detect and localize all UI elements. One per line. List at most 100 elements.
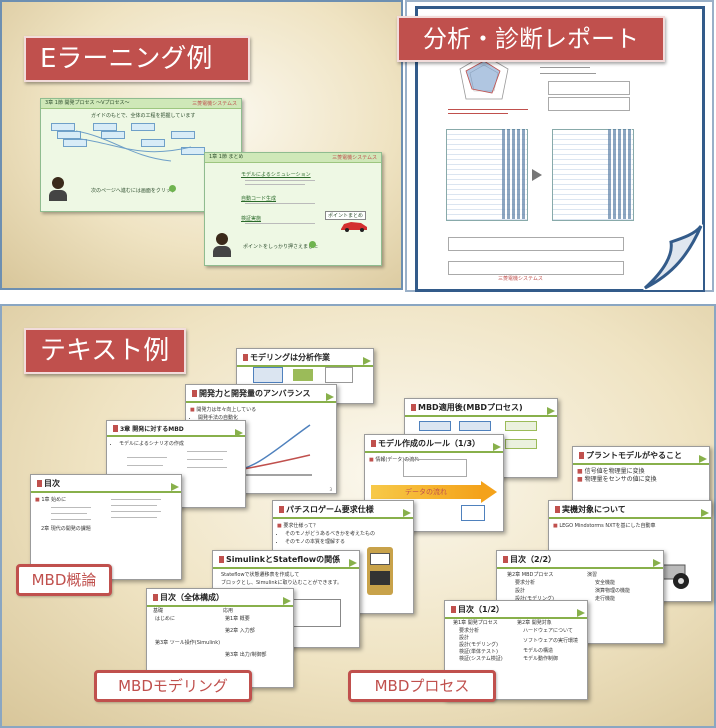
next-button[interactable] xyxy=(309,241,316,248)
window-titlebar: 3章 1節 開発プロセス ～Vプロセス～ xyxy=(41,99,241,109)
slide-title: 3章 開発に対するMBD xyxy=(107,421,245,437)
slide-bullet: ハードウェアについて xyxy=(523,628,573,634)
slide-bullet: 第2章 MBDプロセス xyxy=(507,572,554,578)
slide-title: パチスロゲーム要求仕様 xyxy=(273,501,413,519)
summary-item: 検証実施 xyxy=(241,216,262,222)
company-logo: 三菱電機システムス xyxy=(192,101,237,107)
slide-bullet: 設計 xyxy=(459,635,470,641)
process-box xyxy=(57,131,81,139)
slide-bullet: Stateflowで状態遷移表を作成して xyxy=(221,572,300,578)
slide-bullet: 走行機能 xyxy=(595,596,616,602)
process-box xyxy=(131,123,155,131)
toc-row: 第3章 ツール操作(Simulink) xyxy=(155,640,221,646)
slide-title: モデリングは分析作業 xyxy=(237,349,373,367)
comment-box xyxy=(448,261,624,275)
slide-title: MBD適用後(MBDプロセス) xyxy=(405,399,557,417)
slide-bullet: 検証(単体テスト) xyxy=(459,649,498,655)
slide-bullet: 情報(データ)の流れ xyxy=(369,456,503,464)
arrow-icon xyxy=(532,169,542,181)
slide-bullet: 開発手法の自動化 xyxy=(198,414,336,422)
slide-toc-concept: 目次 1章 始めに 2章 現代の開発の課題 xyxy=(30,474,182,580)
report-tag: 分析・診断レポート xyxy=(397,16,665,62)
report-panel: 三菱電機システムス 分析・診断レポート xyxy=(397,0,714,292)
process-box xyxy=(181,147,205,155)
elearning-tag: Eラーニング例 xyxy=(24,36,250,82)
label-mbd-process: MBDプロセス xyxy=(348,670,496,702)
slide-bullet: 第1章 開発プロセス xyxy=(453,620,498,626)
process-box xyxy=(51,123,75,131)
toc-row: 第3章 出力/制御部 xyxy=(225,652,267,658)
summary-item: 自動コード生成 xyxy=(241,196,277,202)
toc-row: 第2章 入力部 xyxy=(225,628,255,634)
slide-title: モデル作成のルール（1/3） xyxy=(365,435,503,453)
slide-bullet: そのモノの本質を理解する xyxy=(285,538,413,546)
slide-bullet: モデルの構造 xyxy=(523,648,554,654)
label-mbd-concept: MBD概論 xyxy=(16,564,112,596)
slide-bullet: 物理量をセンサの値に変換 xyxy=(577,476,709,484)
comment-box xyxy=(448,237,624,251)
guide-avatar xyxy=(49,177,67,201)
slide-bullet: モデルによるシナリオの作成 xyxy=(119,440,245,448)
summary-item: モデルによるシミュレーション xyxy=(241,172,311,178)
slide-title: 目次（2/2） xyxy=(497,551,663,569)
text-panel: テキスト例 モデリングは分析作業 開発力と開発量のアンバランス 開発力は年々向上… xyxy=(0,304,716,728)
slide-title: SimulinkとStateflowの関係 xyxy=(213,551,359,569)
window-titlebar: 1章 1節 まとめ xyxy=(205,153,381,163)
radar-chart xyxy=(459,54,509,100)
slide-title: 実機対象について xyxy=(549,501,711,519)
report-note-box xyxy=(548,97,630,111)
process-box xyxy=(93,123,117,131)
slide-bullet: 要求仕様って？ xyxy=(277,522,413,530)
data-flow-label: データの流れ xyxy=(405,488,447,496)
window-caption: ガイドのもとで、全体の工程を把握しています xyxy=(91,113,196,119)
slot-machine-icon xyxy=(367,547,393,595)
process-box xyxy=(101,131,125,139)
process-box xyxy=(141,139,165,147)
slide-bullet: ソフトウェアの実行環境 xyxy=(523,638,579,644)
process-arrows xyxy=(75,130,192,162)
next-button[interactable] xyxy=(169,185,176,192)
slide-bullet: LEGO Mindstorms NXTを基にした自動車 xyxy=(553,522,711,530)
toc-row: 第1章 概要 xyxy=(225,616,250,622)
slide-bullet: 1章 始めに xyxy=(35,496,181,504)
elearning-panel: Eラーニング例 3章 1節 開発プロセス ～Vプロセス～ 三菱電機システムス ガ… xyxy=(0,0,403,290)
window-footer: ポイントをしっかり押さえました xyxy=(243,244,319,250)
slide-bullet: 要求分析 xyxy=(515,580,536,586)
slide-bullet: 演算物理の機能 xyxy=(595,588,631,594)
slide-title: 目次 xyxy=(31,475,181,493)
slide-bullet: 開発力は年々向上している xyxy=(190,406,336,414)
slide-bullet: 2章 現代の開発の課題 xyxy=(41,526,91,532)
slide-bullet: 設計(モデリング) xyxy=(459,642,498,648)
page-curl xyxy=(643,224,703,290)
guide-avatar xyxy=(213,233,231,257)
data-flow-band xyxy=(371,485,481,499)
slide-bullet: 設計(モデリング) xyxy=(515,596,554,602)
slide-title: 目次（1/2） xyxy=(445,601,587,619)
slide-bullet: ブロックとし、Simulinkに取り込むことができます。 xyxy=(221,580,342,586)
slide-bullet: 要求分析 xyxy=(459,628,480,634)
text-tag: テキスト例 xyxy=(24,328,186,374)
company-logo: 三菱電機システムス xyxy=(332,155,377,161)
report-logo: 三菱電機システムス xyxy=(498,276,543,282)
slide-title: 目次（全体構成） xyxy=(147,589,293,607)
slide-bullet: 演習 xyxy=(587,572,598,578)
report-note-box xyxy=(548,81,630,95)
slide-bullet: 第2章 開発対象 xyxy=(517,620,552,626)
slide-bullet: 設計 xyxy=(515,588,526,594)
process-box xyxy=(63,139,87,147)
window-footer: 次のページへ進むには画面をクリック xyxy=(91,188,176,194)
slide-bullet: 安全機能 xyxy=(595,580,616,586)
label-mbd-modeling: MBDモデリング xyxy=(94,670,252,702)
toc-row: はじめに xyxy=(155,616,176,622)
slide-title: 開発力と開発量のアンバランス xyxy=(186,385,336,403)
point-badge: ポイントまとめ xyxy=(325,211,367,220)
slide-bullet: 検証(システム検証) xyxy=(459,656,503,662)
slide-title: プラントモデルがやること xyxy=(573,447,709,465)
process-box xyxy=(171,131,195,139)
column-header: 基礎 xyxy=(153,608,164,614)
slide-bullet: そのモノがどうあるべきかを考えたもの xyxy=(285,530,413,538)
column-header: 応用 xyxy=(223,608,234,614)
elearning-window-summary: 1章 1節 まとめ 三菱電機システムス モデルによるシミュレーション 自動コード… xyxy=(204,152,382,266)
slide-bullet: モデル動作制御 xyxy=(523,656,559,662)
slide-bullet: 信号値を物理量に変換 xyxy=(577,468,709,476)
